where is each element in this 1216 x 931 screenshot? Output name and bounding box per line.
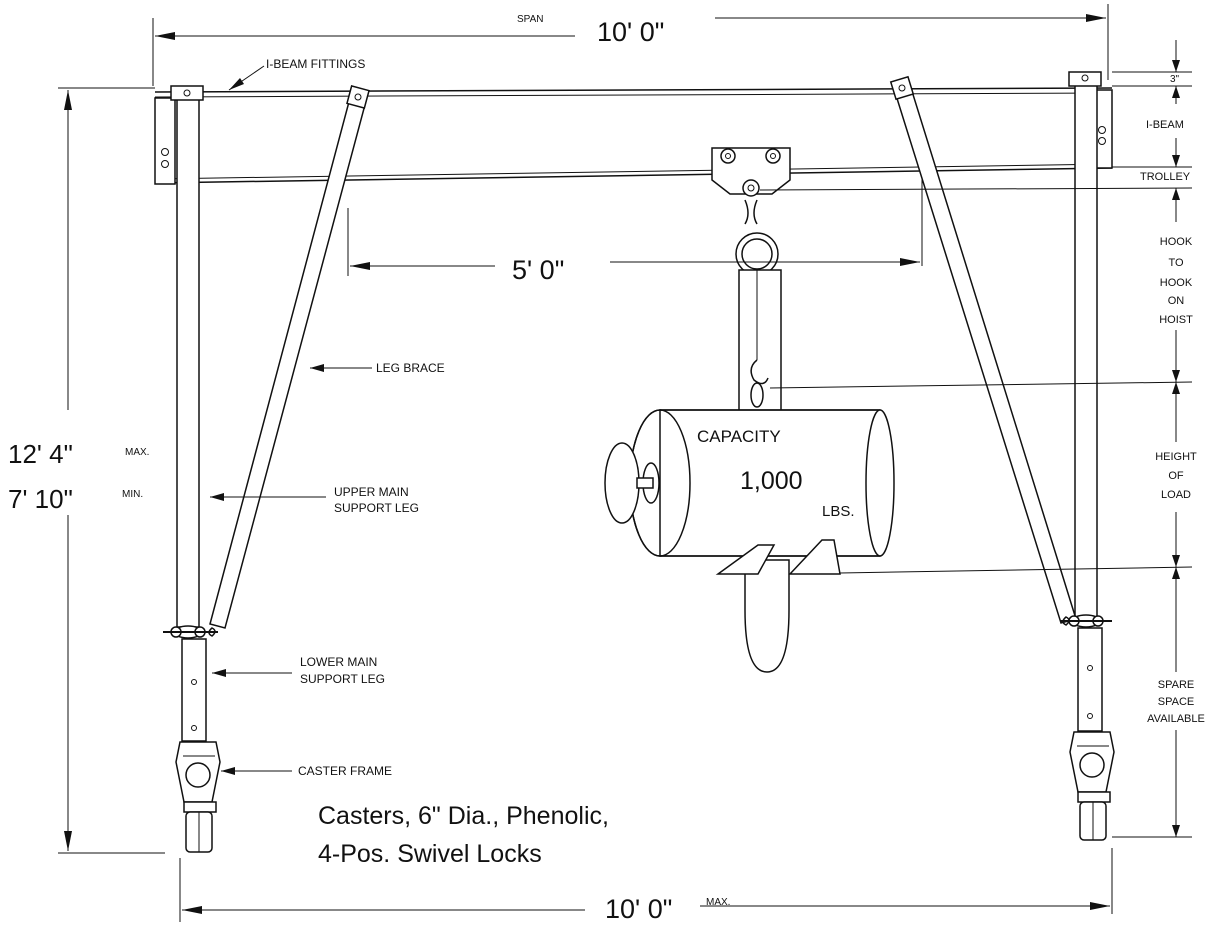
height-of-load-label-3: LOAD [1161,489,1191,501]
spare-space-label-3: AVAILABLE [1147,713,1205,725]
lower-leg-label-2: SUPPORT LEG [300,672,385,686]
upper-leg-label-1: UPPER MAIN [334,485,409,499]
right-leg-brace [889,75,1077,624]
leg-brace-label: LEG BRACE [376,361,445,375]
left-leg-brace [209,85,370,629]
casters-note-line-1: Casters, 6" Dia., Phenolic, [318,802,609,830]
upper-leg-label-2: SUPPORT LEG [334,501,419,515]
hook-to-hook-label-3: HOOK [1160,277,1193,289]
callout-leaders [210,65,372,775]
hook-to-hook-label-4: ON [1168,295,1185,307]
height-min-value: 7' 10" [8,484,73,514]
hook-to-hook-label-5: HOIST [1159,314,1193,326]
capacity-unit: LBS. [822,503,855,520]
right-upper-support-leg [1068,71,1102,618]
height-max-suffix: MAX. [125,447,149,458]
trolley [711,147,791,225]
height-of-load-label-1: HEIGHT [1155,451,1197,463]
right-caster-frame [1069,731,1115,841]
ibeam-side-label: I-BEAM [1146,119,1184,131]
right-lower-support-leg [1077,627,1103,732]
beam-offset-value: 3" [1170,74,1180,85]
capacity-label: CAPACITY [697,427,781,446]
capacity-value: 1,000 [740,467,803,495]
height-max-value: 12' 4" [8,439,73,469]
ibeam-fittings-label: I-BEAM FITTINGS [266,57,365,71]
base-width-dimension [179,848,1113,922]
right-leg-clamp [1060,614,1112,628]
inner-span-value: 5' 0" [512,255,564,285]
span-label: SPAN [517,14,544,25]
i-beam [154,87,1113,185]
height-min-suffix: MIN. [122,489,143,500]
lower-leg-label-1: LOWER MAIN [300,655,377,669]
span-value: 10' 0" [597,17,664,47]
hook-to-hook-label-2: TO [1168,257,1184,269]
height-dimension [58,87,165,854]
base-width-value: 10' 0" [605,894,672,924]
inner-span-dimension [347,178,923,276]
left-lower-support-leg [181,638,207,742]
caster-frame-label: CASTER FRAME [298,764,392,778]
left-leg-clamp [163,625,218,639]
hoist [604,232,895,673]
left-upper-support-leg [170,85,204,628]
right-dimension-stack [759,40,1193,838]
casters-note-line-2: 4-Pos. Swivel Locks [318,840,542,868]
spare-space-label-2: SPACE [1158,696,1194,708]
base-width-suffix: MAX. [706,897,730,908]
hook-to-hook-label-1: HOOK [1160,236,1193,248]
spare-space-label-1: SPARE [1158,679,1194,691]
height-of-load-label-2: OF [1168,470,1184,482]
left-caster-frame [175,741,221,853]
span-dimension [152,4,1109,86]
trolley-side-label: TROLLEY [1140,171,1191,183]
